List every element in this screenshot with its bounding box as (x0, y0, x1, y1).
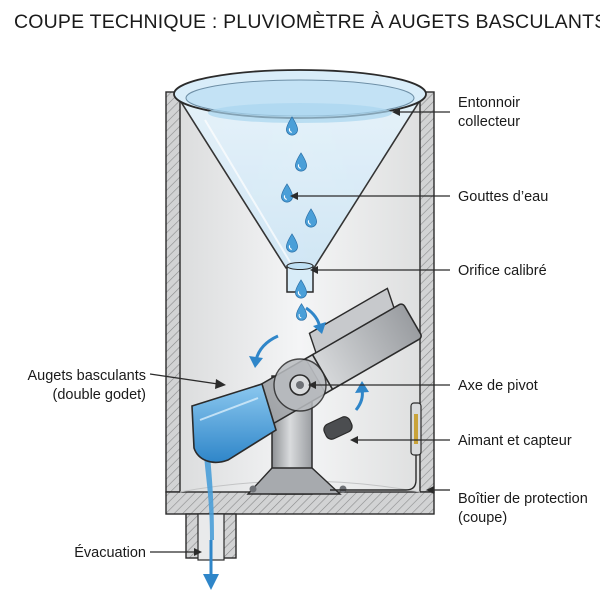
label-buckets: (double godet) (52, 387, 146, 403)
label-drain: Évacuation (74, 544, 146, 561)
label-housing: Boîtier de protection (458, 491, 588, 507)
leader-lines (149, 108, 450, 556)
label-pivot: Axe de pivot (458, 378, 538, 394)
label-funnel: Entonnoir (458, 95, 520, 111)
calibrated-orifice (286, 262, 314, 293)
label-sensor: Aimant et capteur (458, 433, 572, 449)
label-buckets: Augets basculants (28, 368, 147, 384)
label-drops: Gouttes d’eau (458, 189, 548, 205)
diagram-title: COUPE TECHNIQUE : PLUVIOMÈTRE À AUGETS B… (14, 10, 600, 33)
collector-funnel (173, 69, 427, 269)
label-housing: (coupe) (458, 510, 507, 526)
magnet-and-sensor (323, 402, 422, 491)
label-orifice: Orifice calibré (458, 263, 547, 279)
tipping-buckets (191, 287, 422, 495)
curved-arrow-icon (249, 306, 369, 411)
label-funnel: collecteur (458, 114, 520, 130)
down-arrow-icon (203, 540, 219, 590)
